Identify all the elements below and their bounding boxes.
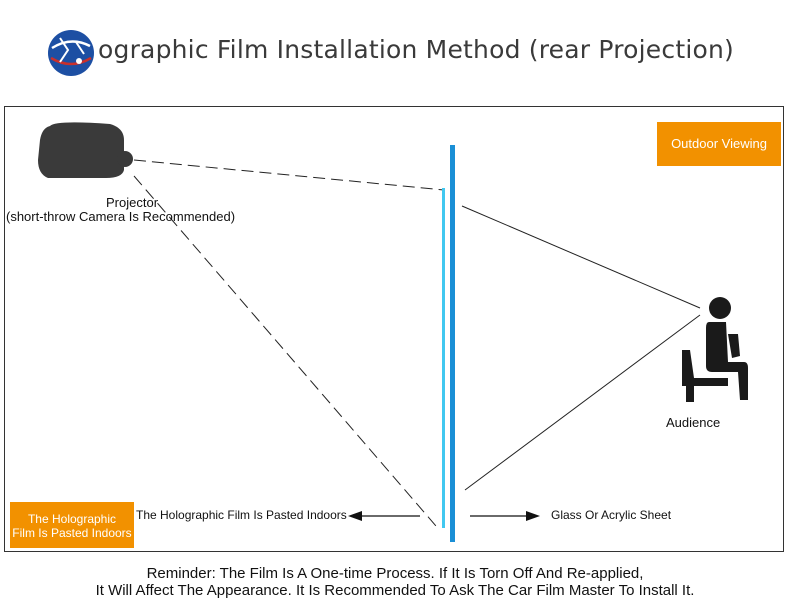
page-title: ographic Film Installation Method (rear … <box>48 30 768 70</box>
view-line-bottom <box>464 314 701 491</box>
audience-label: Audience <box>666 415 721 430</box>
indoor-badge-line2: Film Is Pasted Indoors <box>12 526 132 540</box>
indoor-film-badge: The Holographic Film Is Pasted Indoors <box>10 502 134 548</box>
diagram-frame <box>4 106 784 552</box>
projector-icon <box>38 122 133 178</box>
glass-arrow-label: Glass Or Acrylic Sheet <box>551 508 672 522</box>
outdoor-viewing-badge: Outdoor Viewing <box>657 122 781 166</box>
projector-note: (short-throw Camera Is Recommended) <box>6 209 236 224</box>
glass-sheet <box>450 145 455 542</box>
projection-ray-bottom <box>133 175 437 527</box>
glass-arrow-head <box>526 511 540 521</box>
film-arrow-head <box>348 511 362 521</box>
film-arrow-label: The Holographic Film Is Pasted Indoors <box>136 508 347 522</box>
audience-icon <box>682 297 748 402</box>
reminder-text: Reminder: The Film Is A One-time Process… <box>0 565 790 599</box>
title-text: ographic Film Installation Method (rear … <box>98 35 734 64</box>
view-line-top <box>461 205 701 309</box>
reminder-line1: Reminder: The Film Is A One-time Process… <box>146 565 644 582</box>
projector-label: Projector <box>106 195 159 210</box>
brand-logo <box>48 30 94 76</box>
reminder-line2: It Will Affect The Appearance. It Is Rec… <box>95 582 695 599</box>
projection-ray-top <box>133 159 445 191</box>
indoor-badge-line1: The Holographic <box>27 512 117 526</box>
holographic-film <box>442 188 445 528</box>
